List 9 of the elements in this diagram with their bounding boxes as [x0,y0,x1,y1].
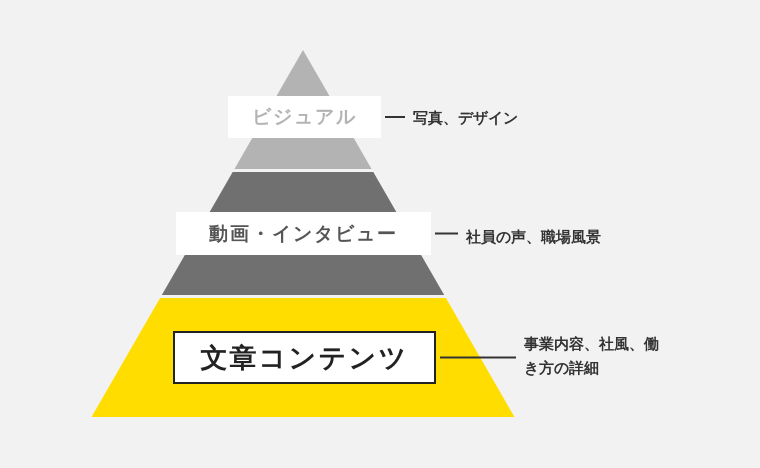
description-text: 写真、デザイン [413,106,573,130]
leader-line [385,116,405,118]
tier-label: ビジュアル [228,96,381,138]
description-text: 事業内容、社風、働き方の詳細 [524,332,664,380]
leader-line [435,232,458,234]
description-text: 社員の声、職場風景 [466,225,666,249]
tier-label: 文章コンテンツ [173,331,436,384]
leader-line [440,356,516,358]
tier-label: 動画・インタビュー [176,212,431,255]
